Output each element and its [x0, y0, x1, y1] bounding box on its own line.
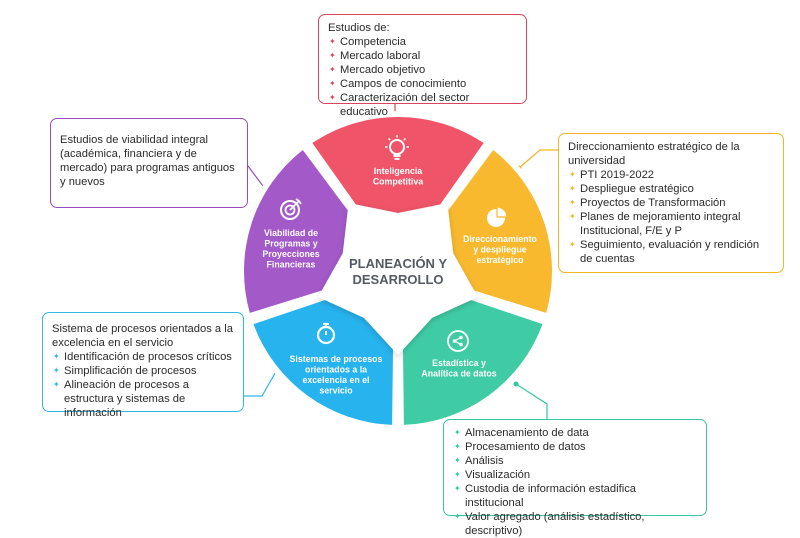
label-competitive-intelligence-line: Inteligencia	[374, 166, 423, 176]
list-item: Valor agregado (análisis estadístico, de…	[453, 510, 697, 538]
label-process-systems-line: Sistemas de procesos	[290, 354, 383, 364]
segment-labels: InteligenciaCompetitivaDireccionamientoy…	[262, 166, 537, 396]
segment-process-systems	[253, 295, 394, 425]
center-circle	[341, 214, 455, 328]
stopwatch-icon	[316, 322, 336, 345]
label-program-viability-line: Programas y	[264, 239, 317, 249]
list-item: Planes de mejoramiento integral Instituc…	[568, 210, 774, 238]
segment-program-viability	[244, 149, 356, 313]
box-list: Almacenamiento de data Procesamiento de …	[453, 426, 697, 538]
box-heading: Estudios de viabilidad integral (académi…	[60, 134, 235, 188]
list-item: Mercado objetivo	[328, 63, 517, 77]
label-process-systems-line: orientados a la	[305, 365, 367, 375]
box-heading: Estudios de:	[328, 22, 390, 34]
connector-bottom-left	[244, 367, 279, 397]
label-strategic-direction-line: y despliegue	[473, 245, 526, 255]
list-item: Seguimiento, evaluación y rendición de c…	[568, 238, 774, 266]
box-competitive-intelligence: Estudios de: Competencia Mercado laboral…	[318, 14, 527, 118]
connector-bottom-right	[515, 383, 548, 419]
lightbulb-icon	[385, 135, 409, 160]
list-item: Identificación de procesos críticos	[52, 350, 234, 364]
box-program-viability: Estudios de viabilidad integral (académi…	[50, 118, 248, 208]
list-item: PTI 2019-2022	[568, 168, 774, 182]
list-item: Competencia	[328, 35, 517, 49]
box-list: Identificación de procesos críticos Simp…	[52, 350, 234, 420]
label-process-systems-line: excelencia en el	[303, 375, 370, 385]
segment-competitive-intelligence	[312, 116, 484, 215]
list-item: Caracterización del sector educativo	[328, 91, 517, 119]
list-item: Almacenamiento de data	[453, 426, 697, 440]
pie-chart-icon	[487, 206, 508, 227]
connector-bottom-right-dot	[513, 381, 519, 387]
segment-data-analytics	[402, 295, 543, 425]
list-item: Despliegue estratégico	[568, 182, 774, 196]
list-item: Procesamiento de datos	[453, 440, 697, 454]
label-data-analytics-line: Analítica de datos	[421, 369, 496, 379]
label-program-viability-line: Financieras	[267, 260, 316, 270]
center-title-line1: PLANEACIÓN Y	[349, 256, 447, 271]
center-title-line2: DESARROLLO	[353, 272, 444, 287]
label-competitive-intelligence-line: Competitiva	[373, 177, 423, 187]
label-strategic-direction-line: Direccionamiento	[463, 234, 537, 244]
segment-strategic-direction	[440, 149, 552, 313]
box-heading: Sistema de procesos orientados a la exce…	[52, 323, 233, 349]
label-program-viability-line: Viabilidad de	[264, 228, 318, 238]
list-item: Mercado laboral	[328, 49, 517, 63]
center-hub	[318, 203, 478, 355]
list-item: Visualización	[453, 468, 697, 482]
target-icon	[280, 198, 302, 220]
box-process-systems: Sistema de procesos orientados a la exce…	[42, 312, 244, 419]
list-item: Simplificación de procesos	[52, 364, 234, 378]
share-icon	[447, 330, 469, 352]
list-item: Análisis	[453, 454, 697, 468]
wheel-segments	[244, 116, 552, 425]
connector-right	[518, 149, 558, 169]
list-item: Alineación de procesos a estructura y si…	[52, 378, 234, 420]
list-item: Campos de conocimiento	[328, 77, 517, 91]
label-data-analytics-line: Estadística y	[432, 358, 486, 368]
label-strategic-direction-line: estratégico	[477, 255, 525, 265]
box-list: Competencia Mercado laboral Mercado obje…	[328, 35, 517, 119]
box-heading: Direccionamiento estratégico de la unive…	[568, 141, 740, 167]
label-process-systems-line: servicio	[319, 386, 353, 396]
box-strategic-direction: Direccionamiento estratégico de la unive…	[558, 133, 784, 273]
box-data-analytics: Almacenamiento de data Procesamiento de …	[443, 419, 707, 537]
label-program-viability-line: Proyecciones	[262, 249, 319, 259]
list-item: Proyectos de Transformación	[568, 196, 774, 210]
box-list: PTI 2019-2022 Despliegue estratégico Pro…	[568, 168, 774, 266]
list-item: Custodia de información estadifica insti…	[453, 482, 697, 510]
